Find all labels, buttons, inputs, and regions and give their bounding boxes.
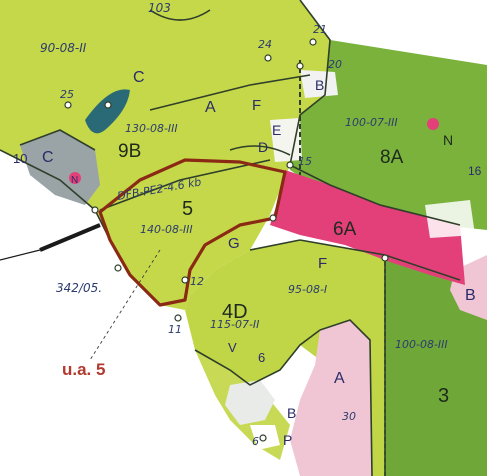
forest-area-4d — [185, 240, 385, 476]
callout-leader — [89, 249, 161, 361]
note-11: 11 — [168, 323, 182, 336]
stand-label-d: D — [258, 139, 268, 155]
stand-label-b-top: B — [315, 77, 324, 93]
survey-point-6 — [259, 434, 267, 442]
note-5-bottom: 140-08-III — [140, 223, 193, 236]
survey-point-12 — [181, 276, 189, 284]
note-15: 15 — [298, 155, 312, 168]
stand-label-g: G — [228, 235, 240, 252]
zone-gray-c — [20, 130, 100, 205]
survey-point-20 — [296, 62, 304, 70]
stand-label-a-left: A — [205, 99, 216, 116]
stand-label-p: P — [283, 432, 292, 448]
stand-label-b-bottom: B — [287, 405, 296, 421]
zone-white-b — [300, 70, 338, 98]
note-25: 25 — [60, 88, 74, 101]
stand-label-f-top: F — [252, 97, 261, 114]
tree-symbols — [69, 118, 439, 184]
note-parcel: 342/05. — [56, 281, 102, 295]
note-pink: 30 — [342, 410, 356, 423]
stand-label-b-right: B — [465, 287, 476, 304]
stand-5-boundary — [98, 158, 287, 307]
stand-label-v: V — [228, 340, 237, 355]
tree-symbol-n-left — [69, 172, 81, 184]
survey-point-15 — [286, 161, 294, 169]
stand-label-e: E — [272, 122, 281, 138]
stand-label-c-left: C — [42, 149, 54, 166]
stand-label-c-top: C — [133, 69, 145, 86]
note-4d-bottom: 115-07-II — [210, 318, 259, 331]
tree-symbol-n-right — [427, 118, 439, 130]
survey-point-25 — [64, 101, 72, 109]
callout-label: u.a. 5 — [62, 360, 105, 379]
zone-white-e — [270, 118, 302, 162]
zone-pink-light-a — [290, 320, 372, 476]
survey-point-6a — [269, 214, 277, 222]
stand-label-3: 3 — [438, 385, 449, 407]
forest-area-8a — [290, 40, 487, 230]
stand-label-9b: 9B — [118, 141, 141, 162]
note-12: 12 — [190, 275, 204, 288]
note-8a: 100-07-III — [345, 116, 398, 129]
zone-pink-6a — [270, 170, 465, 285]
note-top: 90-08-II — [40, 41, 87, 55]
stand-label-5: 5 — [182, 198, 193, 220]
note-24: 24 — [258, 38, 272, 51]
zone-gray-bottom — [225, 380, 275, 425]
survey-point-24 — [264, 54, 272, 62]
survey-point-11 — [174, 314, 182, 322]
survey-point-parcel — [114, 264, 122, 272]
stand-label-4d: 4D — [222, 301, 248, 323]
pond — [85, 89, 130, 134]
note-6: 6 — [252, 435, 259, 448]
stand-label-8a: 8A — [380, 147, 404, 168]
parcel-marker-tail — [0, 249, 41, 261]
survey-point-road — [381, 254, 389, 262]
stand-label-n-left: N — [71, 175, 78, 186]
note-4d-top: 95-08-I — [288, 283, 327, 296]
forest-area-north — [0, 0, 330, 310]
stand-label-6a: 6A — [333, 219, 357, 240]
note-21: 21 — [313, 23, 327, 36]
stand-label-a-pink: A — [334, 370, 345, 387]
survey-point-21 — [309, 38, 317, 46]
zone-white-right — [425, 200, 475, 238]
note-20: 20 — [328, 58, 342, 71]
stand-label-6c: 6 — [258, 350, 265, 365]
stand-label-n-right: N — [443, 132, 453, 148]
note-top-cut: 103 — [148, 1, 171, 15]
stand-label-10: 10 — [13, 151, 27, 166]
survey-point-pond — [104, 101, 112, 109]
note-9b: 130-08-III — [125, 122, 178, 135]
note-3: 100-08-III — [395, 338, 448, 351]
stand-label-f-mid: F — [318, 255, 327, 272]
survey-points — [64, 38, 389, 442]
parcel-marker-line — [39, 223, 101, 252]
stand-label-16: 16 — [468, 164, 482, 178]
survey-point-9b — [91, 206, 99, 214]
